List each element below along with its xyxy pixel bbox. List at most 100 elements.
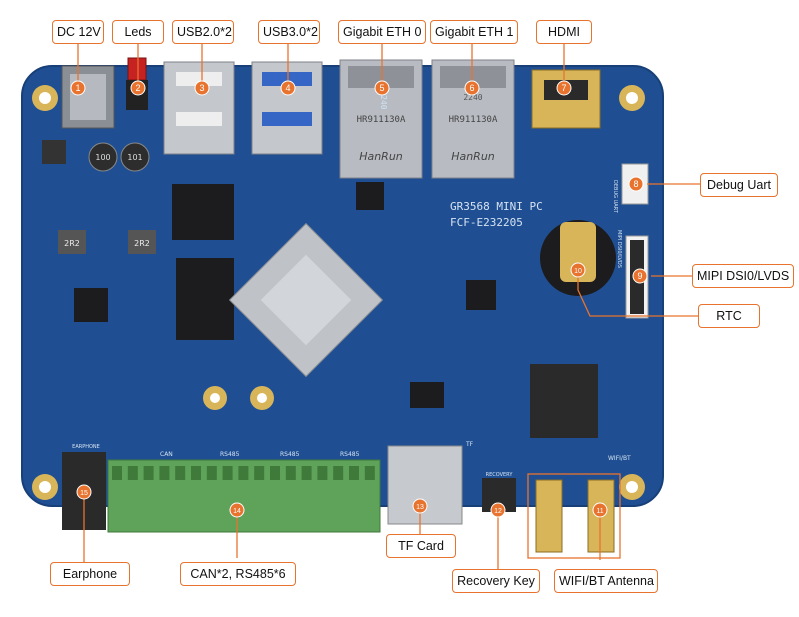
callout-number-badge: 14 [229, 502, 245, 518]
callout-usb2: USB2.0*2 [172, 20, 234, 44]
callout-number-badge: 11 [592, 502, 608, 518]
callout-number-badge: 15 [76, 484, 92, 500]
callout-number-badge: 7 [556, 80, 572, 96]
pmic-chip [74, 288, 108, 322]
callout-number-badge: 5 [374, 80, 390, 96]
svg-text:2R2: 2R2 [64, 239, 80, 248]
ram-chip [176, 258, 234, 340]
svg-text:100: 100 [95, 153, 110, 162]
callout-number: 5 [379, 83, 384, 93]
terminal-screw [254, 466, 265, 480]
callout-rtc: RTC [698, 304, 760, 328]
callout-usb3: USB3.0*2 [258, 20, 320, 44]
capacitor [88, 142, 118, 172]
callout-number-badge: 2 [130, 80, 146, 96]
svg-text:RS485: RS485 [340, 451, 360, 458]
svg-text:HR911130A: HR911130A [449, 115, 498, 125]
mounting-hole-icon [619, 474, 645, 500]
terminal-screw [127, 466, 138, 480]
callout-number-badge: 6 [464, 80, 480, 96]
terminal-screw [238, 466, 249, 480]
callout-tf-card: TF Card [386, 534, 456, 558]
svg-text:EARPHONE: EARPHONE [72, 444, 100, 450]
capacitor [42, 140, 66, 164]
callout-eth0: Gigabit ETH 0 [338, 20, 426, 44]
svg-text:HR911130A: HR911130A [357, 115, 406, 125]
wifi-antenna-bracket [527, 473, 621, 559]
callout-number: 2 [135, 83, 140, 93]
wifi-module [530, 364, 598, 438]
callout-number-badge: 13 [412, 498, 428, 514]
callout-number: 9 [637, 271, 642, 281]
callout-can-rs485: CAN*2, RS485*6 [180, 562, 296, 586]
callout-number: 6 [469, 83, 474, 93]
callout-number: 12 [494, 508, 502, 515]
callout-hdmi: HDMI [536, 20, 592, 44]
tf-card-slot [387, 445, 463, 525]
terminal-screw [364, 466, 375, 480]
callout-dc-12v: DC 12V [52, 20, 104, 44]
callout-recovery-key: Recovery Key [452, 569, 540, 593]
terminal-screw [112, 466, 122, 480]
mounting-hole-icon [619, 85, 645, 111]
callout-number: 15 [80, 490, 88, 497]
eth1-port: 2240 HR911130A HanRun [431, 59, 515, 179]
mounting-hole-icon [203, 386, 227, 410]
svg-text:WIFI/BT: WIFI/BT [608, 455, 631, 462]
mounting-hole-icon [32, 85, 58, 111]
terminal-screw [206, 466, 217, 480]
eth0-port: 2240 HR911130A HanRun [339, 59, 423, 179]
chip [466, 280, 496, 310]
svg-text:HanRun: HanRun [359, 150, 403, 163]
chip [410, 382, 444, 408]
inductor [58, 230, 86, 254]
inductor [128, 230, 156, 254]
callout-number: 13 [416, 504, 424, 511]
terminal-screw [175, 466, 186, 480]
callout-number: 10 [574, 268, 582, 275]
svg-text:2R2: 2R2 [134, 239, 150, 248]
callout-number-badge: 3 [194, 80, 210, 96]
callout-number-badge: 12 [490, 502, 506, 518]
callout-eth1: Gigabit ETH 1 [430, 20, 518, 44]
callout-number: 14 [233, 508, 241, 515]
callout-earphone: Earphone [50, 562, 130, 586]
callout-number: 11 [596, 508, 603, 515]
board-model: GR3568 MINI PC [450, 200, 543, 213]
leader-line [577, 272, 698, 317]
callout-number: 1 [75, 83, 80, 93]
callout-mipi: MIPI DSI0/LVDS [692, 264, 794, 288]
callout-number-badge: 10 [570, 262, 586, 278]
callout-wifi-antenna: WIFI/BT Antenna [554, 569, 658, 593]
chip [356, 182, 384, 210]
terminal-screw [191, 466, 201, 480]
callout-number-badge: 4 [280, 80, 296, 96]
callout-number: 7 [561, 83, 566, 93]
svg-text:CAN: CAN [160, 451, 173, 458]
svg-text:HanRun: HanRun [451, 150, 495, 163]
terminal-screw [349, 466, 359, 480]
terminal-screw [333, 466, 344, 480]
svg-text:DEBUG UART: DEBUG UART [612, 180, 618, 214]
callout-number: 4 [285, 83, 290, 93]
svg-text:TF: TF [465, 441, 474, 448]
svg-text:RS485: RS485 [220, 451, 240, 458]
callout-number-badge: 1 [70, 80, 86, 96]
callout-number-badge: 8 [628, 176, 644, 192]
svg-text:RS485: RS485 [280, 451, 300, 458]
callout-leds: Leds [112, 20, 164, 44]
capacitor [120, 142, 150, 172]
svg-text:2240: 2240 [463, 93, 482, 102]
terminal-screw [222, 466, 233, 480]
terminal-screw [317, 466, 328, 480]
terminal-screw [143, 466, 154, 480]
svg-text:MIPI DSI0/LVDS: MIPI DSI0/LVDS [616, 230, 622, 268]
wifi-antenna-connector [535, 479, 563, 553]
svg-text:101: 101 [127, 153, 142, 162]
led-indicator [127, 57, 147, 81]
terminal-screw [270, 466, 280, 480]
terminal-screw [159, 466, 170, 480]
board-code: FCF-E232205 [450, 216, 523, 229]
callout-number: 3 [199, 83, 204, 93]
